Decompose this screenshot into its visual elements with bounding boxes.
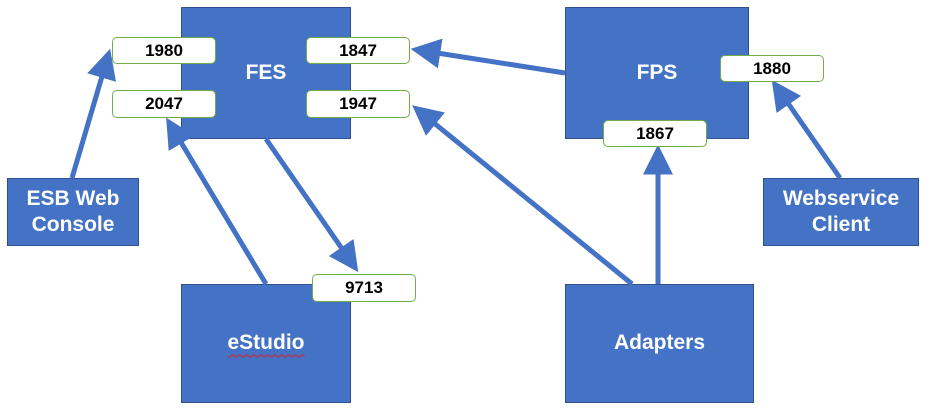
port-fps-1867: 1867 [603,120,707,147]
port-label: 1867 [636,123,674,143]
node-estudio-label: eStudio [227,331,305,355]
port-fes-1847: 1847 [306,37,410,64]
node-fes-label: FES [245,60,287,84]
node-webservice-client: Webservice Client [763,178,919,246]
arrow-fps-to-1847 [410,38,566,76]
arrow-estudio-to-2047 [166,117,269,286]
port-label: 1847 [339,40,377,60]
arrow-webservice-to-1880 [771,79,843,180]
node-adapters-label: Adapters [613,331,706,355]
node-estudio: eStudio [181,284,351,403]
port-label: 1980 [145,40,183,60]
port-label: 9713 [345,278,383,297]
node-webservice-client-label-line2: Client [811,213,871,236]
node-webservice-client-label-line1: Webservice [782,186,900,210]
port-label: 1880 [753,58,791,78]
port-estudio-9713: 9713 [312,274,416,302]
arrow-esb-to-1980 [69,48,117,179]
node-fps: FPS [565,7,749,139]
port-fes-1947: 1947 [306,90,410,118]
arrow-fes-to-9713 [263,137,359,273]
port-fes-2047: 2047 [112,90,216,118]
node-esb-web-console-label-line2: Console [31,213,115,236]
arrow-adapters-to-1947 [412,105,634,286]
port-label: 1947 [339,94,377,113]
node-adapters: Adapters [565,284,754,403]
port-fps-1880: 1880 [720,55,824,82]
node-esb-web-console-label-line1: ESB Web [26,186,120,210]
node-esb-web-console: ESB Web Console [7,178,139,246]
port-fes-1980: 1980 [112,37,216,64]
port-label: 2047 [145,94,183,113]
node-fps-label: FPS [636,60,678,84]
